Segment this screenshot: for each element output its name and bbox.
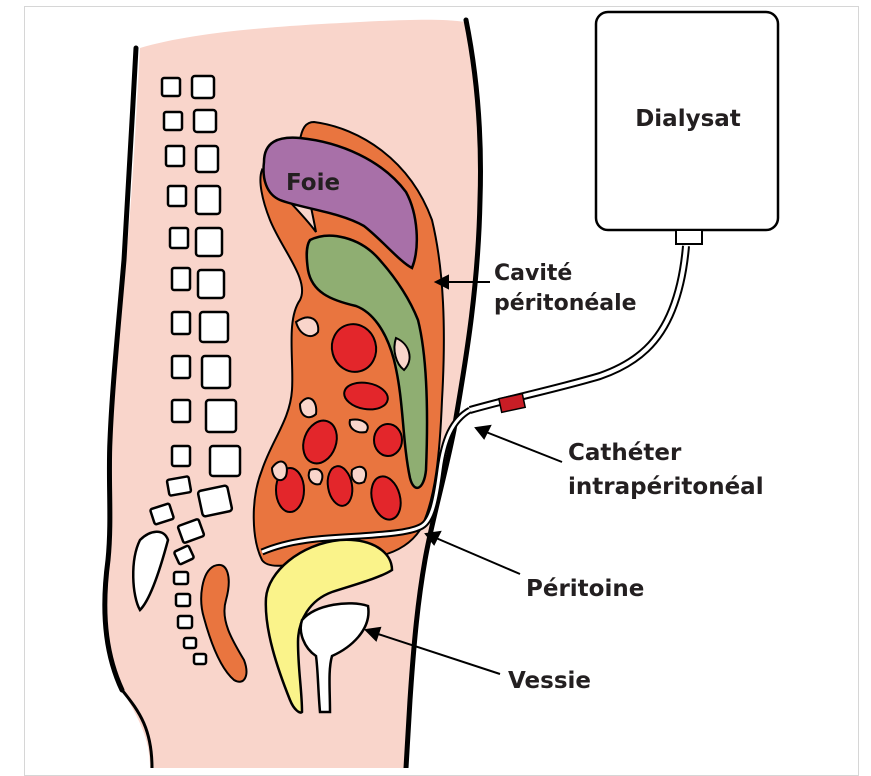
label-peritoneum: Péritoine <box>526 576 644 602</box>
label-catheter-line2: intrapéritonéal <box>568 474 764 500</box>
label-liver: Foie <box>286 170 340 196</box>
label-cavity-line1: Cavité <box>494 261 572 286</box>
label-catheter-line1: Cathéter <box>568 440 682 466</box>
label-cavity-line2: péritonéale <box>494 291 637 316</box>
label-dialysate: Dialysat <box>635 106 741 132</box>
label-bladder: Vessie <box>508 668 591 694</box>
dialysate-bag-neck <box>676 230 702 244</box>
catheter-connector <box>499 394 525 413</box>
